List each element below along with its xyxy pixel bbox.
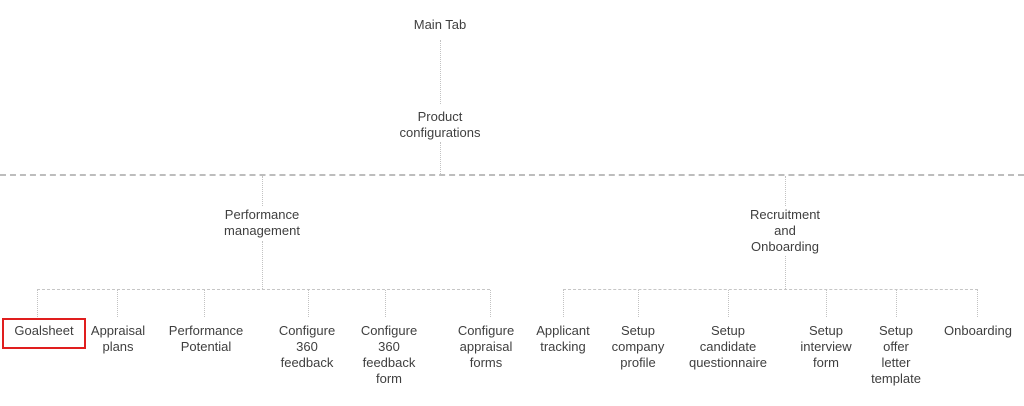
- children-rail-performance: [37, 289, 490, 290]
- tree-node-goalsheet[interactable]: Goalsheet: [14, 323, 74, 338]
- tree-node-applicant-tracking[interactable]: Applicant tracking: [536, 323, 590, 354]
- divider-rail: [0, 174, 1024, 176]
- connector-stub-configure-360-feedback-form: [385, 290, 386, 317]
- tree-node-recruitment-onboarding[interactable]: Recruitment and Onboarding: [749, 207, 821, 254]
- tree-node-appraisal-plans[interactable]: Appraisal plans: [90, 323, 146, 354]
- connector-stub-applicant-tracking: [563, 290, 564, 317]
- connector-stub-performance-potential: [204, 290, 205, 317]
- connector-stub-configure-appraisal-forms: [490, 290, 491, 317]
- tree-node-configure-360-feedback[interactable]: Configure 360 feedback: [278, 323, 336, 370]
- tree-node-product-configurations[interactable]: Product configurations: [399, 109, 481, 140]
- tree-node-performance-potential[interactable]: Performance Potential: [168, 323, 244, 354]
- tree-node-setup-interview-form[interactable]: Setup interview form: [800, 323, 852, 370]
- connector-stub-appraisal-plans: [117, 290, 118, 317]
- tree-node-configure-360-feedback-form[interactable]: Configure 360 feedback form: [360, 323, 418, 386]
- tree-node-performance-management[interactable]: Performance management: [224, 207, 300, 238]
- tree-node-main-tab[interactable]: Main Tab: [413, 17, 467, 32]
- highlight-box-goalsheet: [2, 318, 86, 349]
- connector-config-to-divider: [440, 142, 441, 174]
- children-rail-recruitment: [563, 289, 978, 290]
- connector-root-to-config: [440, 40, 441, 104]
- connector-divider-to-performance: [262, 176, 263, 206]
- tree-node-configure-appraisal-forms[interactable]: Configure appraisal forms: [457, 323, 515, 370]
- connector-stub-setup-offer-letter-template: [896, 290, 897, 317]
- connector-stub-setup-interview-form: [826, 290, 827, 317]
- connector-recruitment-to-rail: [785, 256, 786, 289]
- tree-node-setup-company-profile[interactable]: Setup company profile: [611, 323, 665, 370]
- connector-stub-onboarding: [977, 290, 978, 317]
- connector-divider-to-recruitment: [785, 176, 786, 206]
- tree-node-setup-candidate-questionnaire[interactable]: Setup candidate questionnaire: [688, 323, 768, 370]
- connector-stub-configure-360-feedback: [308, 290, 309, 317]
- tree-node-onboarding[interactable]: Onboarding: [944, 323, 1012, 338]
- connector-stub-goalsheet: [37, 290, 38, 317]
- connector-performance-to-rail: [262, 241, 263, 289]
- tree-node-setup-offer-letter-template[interactable]: Setup offer letter template: [871, 323, 921, 386]
- connector-stub-setup-company-profile: [638, 290, 639, 317]
- connector-stub-setup-candidate-questionnaire: [728, 290, 729, 317]
